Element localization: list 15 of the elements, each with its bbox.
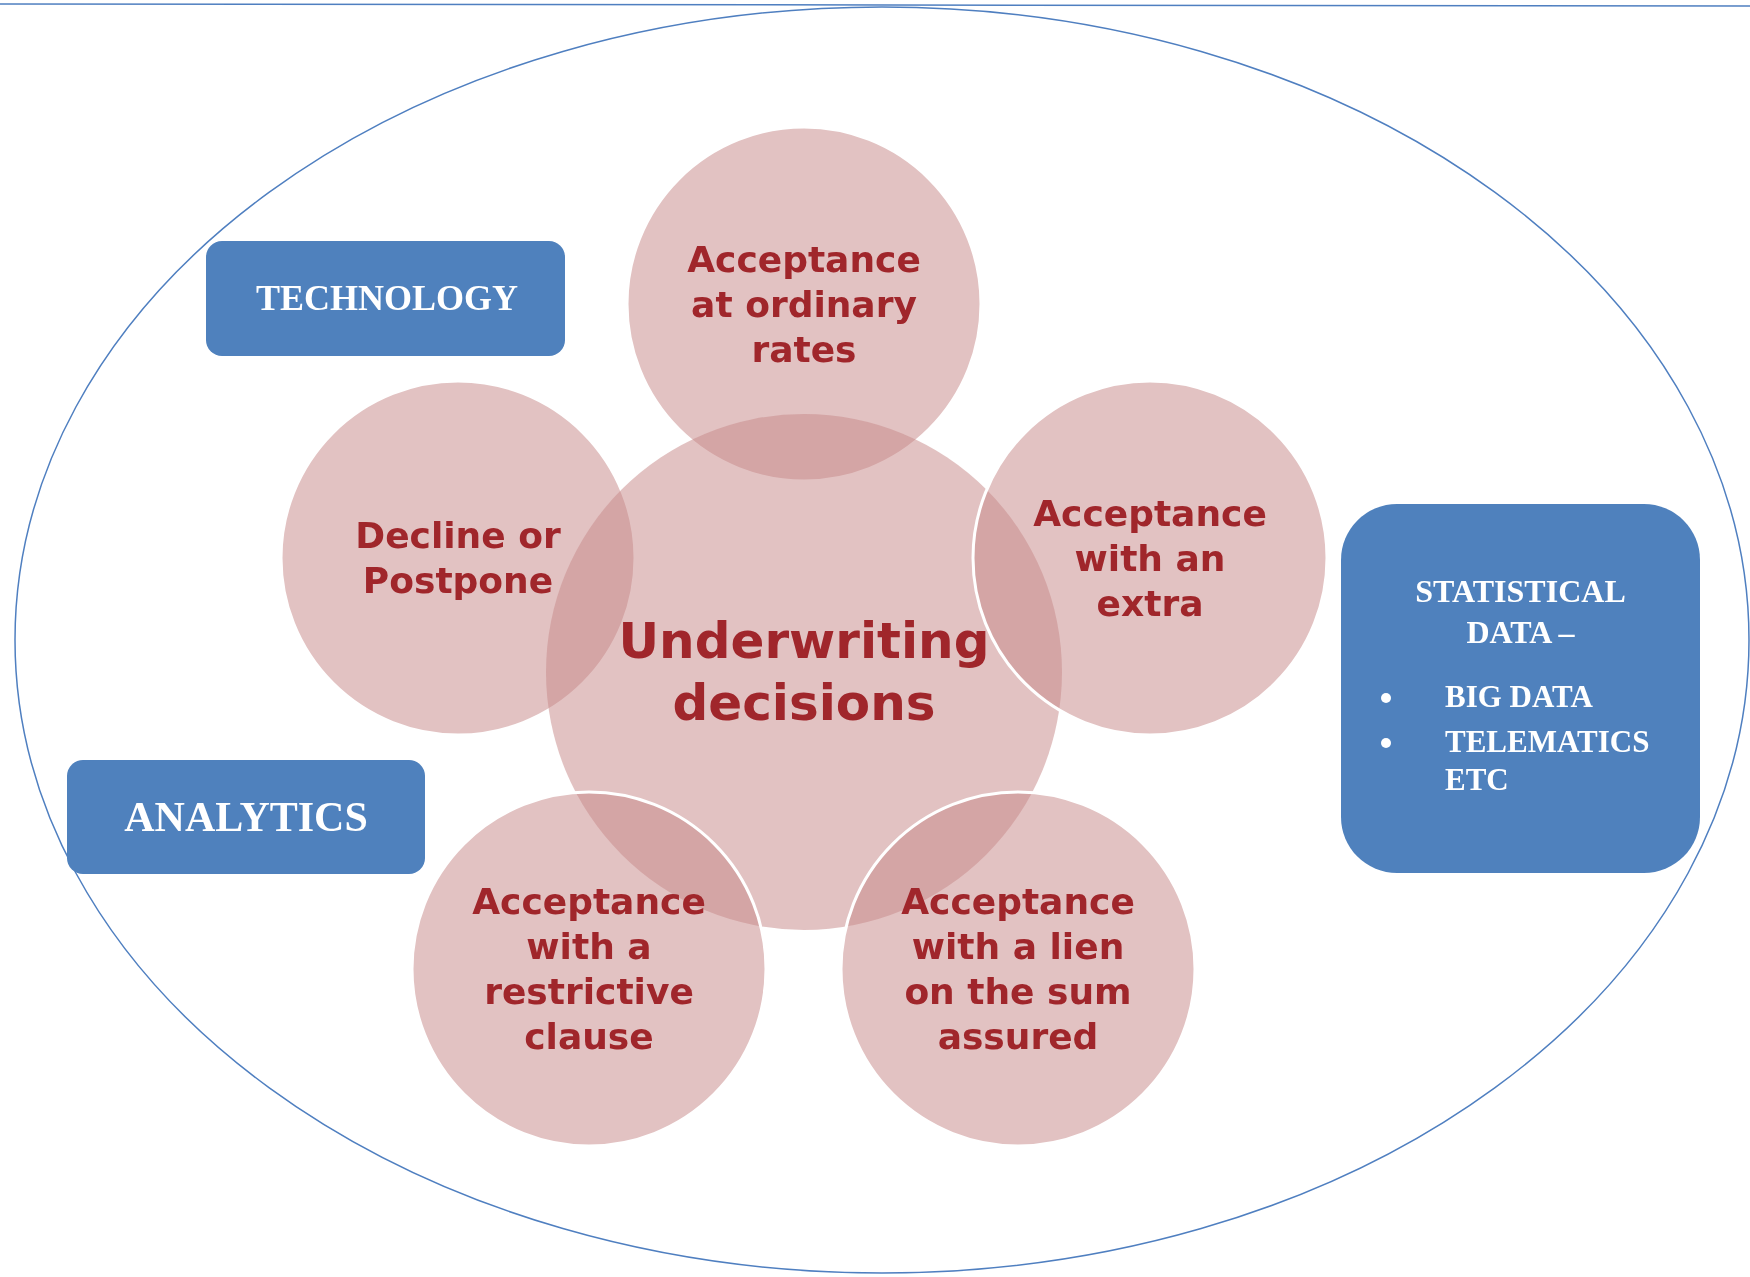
label-panel (67, 760, 425, 874)
decision-label: Acceptance with an extra (1032, 491, 1268, 626)
panel-heading: STATISTICAL DATA – (1414, 571, 1627, 653)
decision-label: Acceptance with a lien on the sum assured (900, 880, 1136, 1059)
panel-heading: ANALYTICS (123, 792, 369, 842)
bullet-item: BIG DATA (1445, 677, 1593, 716)
label-panel (206, 241, 565, 356)
decision-label: Acceptance at ordinary rates (686, 237, 922, 372)
bullet-item: TELEMATICS ETC (1445, 722, 1651, 800)
decision-label: Decline or Postpone (354, 514, 562, 603)
label-panel (1341, 504, 1700, 873)
decision-circle (840, 791, 1196, 1147)
decision-circle (411, 791, 767, 1147)
center-title: Underwriting decisions (617, 610, 991, 734)
decision-label: Acceptance with a restrictive clause (471, 880, 707, 1059)
